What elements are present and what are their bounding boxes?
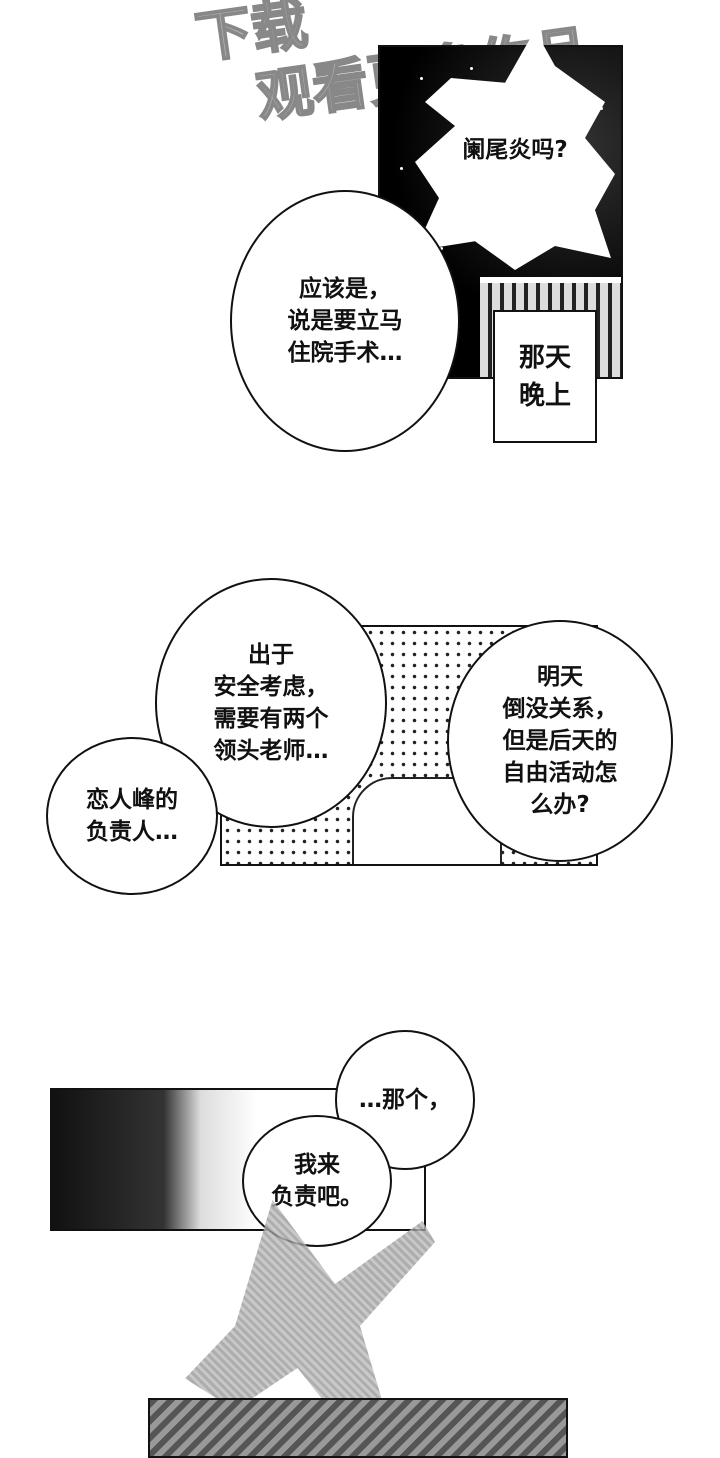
- speech-bubble: 应该是， 说是要立马 住院手术…: [230, 190, 460, 452]
- speech-bubble: 恋人峰的 负责人…: [46, 737, 218, 895]
- dialogue-text: 我来 负责吧。: [271, 1152, 363, 1210]
- dialogue-text: 阑尾炎吗?: [462, 137, 568, 163]
- speech-bubble: 明天 倒没关系， 但是后天的 自由活动怎 么办?: [447, 620, 673, 862]
- caption-text: 那天 晚上: [518, 342, 571, 411]
- caption-box: 那天 晚上: [493, 310, 597, 443]
- dialogue-text: …那个，: [359, 1087, 451, 1113]
- dialogue-text: 恋人峰的 负责人…: [86, 787, 178, 845]
- speech-bubble: 出于 安全考虑， 需要有两个 领头老师…: [155, 578, 387, 828]
- next-panel: [148, 1398, 568, 1458]
- speech-bubble: 我来 负责吧。: [242, 1115, 392, 1247]
- dialogue-text: 应该是， 说是要立马 住院手术…: [287, 276, 403, 366]
- dialogue-text: 明天 倒没关系， 但是后天的 自由活动怎 么办?: [502, 664, 618, 818]
- dialogue-text: 出于 安全考虑， 需要有两个 领头老师…: [213, 642, 329, 764]
